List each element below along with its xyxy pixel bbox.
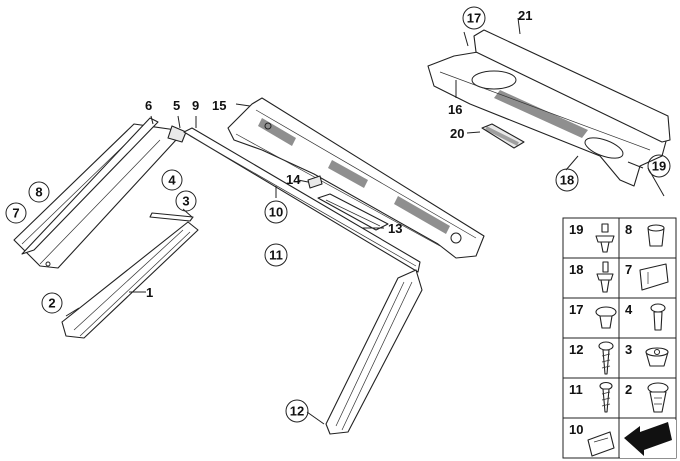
- legend-label-12: 12: [569, 342, 583, 357]
- b-pillar-trim-part: [325, 269, 423, 435]
- callout-15: 15: [212, 98, 226, 113]
- plug-nut-icon: [647, 224, 665, 247]
- expansion-rivet-icon: [596, 261, 614, 293]
- push-clip-icon: [595, 223, 615, 253]
- legend-label-19: 19: [569, 222, 583, 237]
- small-grille-part: [481, 123, 525, 149]
- rear-vent-grille: [494, 90, 588, 138]
- fastener-legend-table: 19 8 18 7 17 4: [562, 217, 677, 459]
- vent-grille-mid: [328, 160, 368, 188]
- legend-label-17: 17: [569, 302, 583, 317]
- svg-text:17: 17: [467, 11, 481, 26]
- direction-arrow-icon: [620, 420, 676, 458]
- clip-nut-icon: [650, 303, 666, 331]
- header-seal-part: [183, 127, 421, 273]
- callout-circle-18: 18: [555, 168, 579, 192]
- legend-label-8: 8: [625, 222, 632, 237]
- svg-text:4: 4: [168, 173, 176, 188]
- svg-text:10: 10: [269, 205, 283, 220]
- callout-circle-17: 17: [462, 6, 486, 30]
- callout-circle-7: 7: [5, 202, 27, 224]
- legend-label-4: 4: [625, 302, 633, 317]
- vent-grille-right: [394, 196, 450, 234]
- washer-screw-icon: [595, 306, 617, 329]
- svg-text:3: 3: [182, 194, 189, 209]
- callout-circle-4: 4: [161, 169, 183, 191]
- screw-icon: [598, 341, 614, 375]
- svg-text:7: 7: [12, 206, 19, 221]
- nut-clip-icon: [645, 347, 669, 367]
- legend-label-18: 18: [569, 262, 583, 277]
- svg-text:2: 2: [48, 296, 55, 311]
- svg-text:18: 18: [560, 173, 574, 188]
- vent-grille-left: [258, 118, 296, 146]
- callout-circle-11: 11: [264, 243, 288, 267]
- bracket-clip-icon: [639, 263, 669, 291]
- callout-5: 5: [173, 98, 180, 113]
- small-clip-part: [307, 175, 323, 189]
- a-pillar-trim-part: [61, 221, 199, 339]
- callout-1: 1: [146, 285, 153, 300]
- svg-text:8: 8: [35, 185, 42, 200]
- edge-clip-icon: [587, 431, 615, 457]
- headliner-panel-part: [227, 97, 485, 259]
- callout-13: 13: [388, 221, 402, 236]
- callout-circle-12: 12: [285, 399, 309, 423]
- callout-circle-10: 10: [264, 200, 288, 224]
- legend-label-7: 7: [625, 262, 632, 277]
- svg-text:11: 11: [269, 248, 283, 263]
- legend-label-2: 2: [625, 382, 632, 397]
- inset-plate-part: [317, 193, 389, 231]
- callout-9: 9: [192, 98, 199, 113]
- legend-label-3: 3: [625, 342, 632, 357]
- self-tapping-screw-icon: [599, 381, 613, 413]
- svg-text:12: 12: [290, 404, 304, 419]
- roof-rail-part: [473, 29, 671, 143]
- callout-6: 6: [145, 98, 152, 113]
- callout-20: 20: [450, 126, 464, 141]
- roof-edge-strip-part: [21, 117, 187, 255]
- rear-headliner-part: [427, 51, 669, 187]
- legend-label-11: 11: [569, 382, 583, 397]
- legend-label-10: 10: [569, 422, 583, 437]
- callout-circle-19: 19: [647, 154, 671, 178]
- callout-16: 16: [448, 102, 462, 117]
- callout-circle-2: 2: [41, 292, 63, 314]
- callout-14: 14: [286, 172, 301, 187]
- svg-text:19: 19: [652, 159, 666, 174]
- callout-21: 21: [518, 8, 532, 23]
- callout-circle-3: 3: [175, 190, 197, 212]
- callout-circle-8: 8: [28, 181, 50, 203]
- seal-strip-part: [149, 212, 194, 222]
- spreader-clip-icon: [647, 382, 669, 413]
